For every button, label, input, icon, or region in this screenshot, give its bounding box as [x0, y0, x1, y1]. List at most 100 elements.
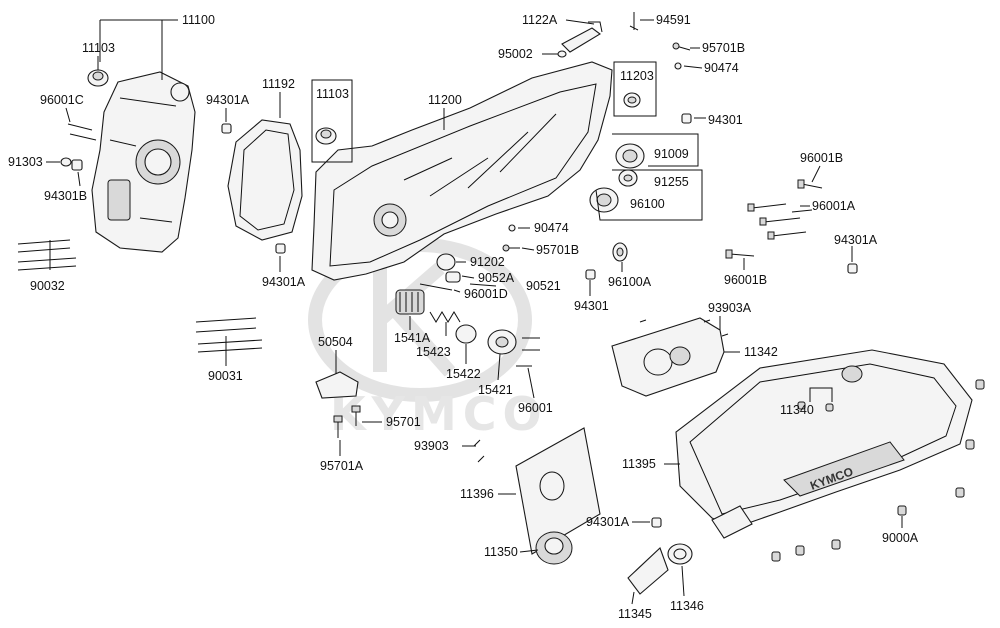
part-label: 93903 — [414, 439, 449, 453]
part-label: 95002 — [498, 47, 533, 61]
part-label: 94301A — [834, 233, 878, 247]
part-label: 11103 — [316, 87, 349, 101]
screws-93903-illustration — [473, 439, 485, 463]
bushing-11103-left-illustration — [87, 69, 109, 87]
part-label: 15423 — [416, 345, 451, 359]
bearing-96100-illustration — [589, 187, 619, 213]
bolt-95701-illustration — [351, 405, 361, 426]
part-label: 11346 — [670, 599, 704, 613]
part-label: 9052A — [478, 271, 515, 285]
part-label: 90031 — [208, 369, 243, 383]
part-label: 90474 — [704, 61, 739, 75]
cap-11350-illustration — [535, 531, 573, 565]
pin-94301b-illustration — [71, 159, 83, 171]
pin-94301-mid-illustration — [585, 269, 596, 280]
seal-91255-illustration — [618, 169, 638, 187]
part-label: 91009 — [654, 147, 689, 161]
part-label: 94301 — [574, 299, 609, 313]
part-label: 11396 — [460, 487, 494, 501]
part-label: 95701A — [320, 459, 364, 473]
clamp-11346-illustration — [667, 543, 693, 565]
part-label: 95701B — [536, 243, 579, 257]
part-label: 15422 — [446, 367, 481, 381]
part-label: 11103 — [82, 41, 115, 55]
part-label: 93903A — [708, 301, 752, 315]
part-label: 96001C — [40, 93, 84, 107]
studs-90031-illustration — [195, 317, 263, 353]
bolts-96001c-illustration — [67, 123, 97, 141]
washer-90474-mid-illustration — [508, 224, 516, 232]
part-label: 94301A — [586, 515, 630, 529]
part-label: 90521 — [526, 279, 561, 293]
left-crankcase-illustration — [91, 71, 196, 253]
part-label: 94301B — [44, 189, 87, 203]
part-label: 9000A — [882, 531, 919, 545]
part-label: 11340 — [780, 403, 814, 417]
gasket-11192-illustration — [227, 119, 303, 241]
part-label: 94301 — [708, 113, 743, 127]
part-label: 96001D — [464, 287, 508, 301]
part-label: 11395 — [622, 457, 656, 471]
bolt-95701b-mid-illustration — [502, 244, 520, 252]
part-label: 96001A — [812, 199, 856, 213]
funnel-11345-illustration — [627, 547, 669, 595]
pin-94301a-top-illustration — [221, 123, 232, 134]
bolts-9000a-illustration — [771, 379, 985, 562]
pin-94301a-right-illustration — [847, 263, 858, 274]
part-label: 11100 — [182, 13, 215, 27]
part-label: 91303 — [8, 155, 43, 169]
cap-15421-illustration — [487, 329, 517, 355]
part-label: 96001B — [724, 273, 767, 287]
plate-11396-illustration — [515, 427, 601, 555]
part-label: 90474 — [534, 221, 569, 235]
bearing-91009-illustration — [615, 143, 645, 169]
leader-lines — [46, 19, 903, 605]
washer-91303-illustration — [60, 157, 72, 167]
part-label: 91255 — [654, 175, 689, 189]
plugs-11340-illustration — [797, 401, 834, 412]
ring-95002-illustration — [557, 50, 567, 58]
part-label: 1541A — [394, 331, 431, 345]
shaft-1122a-illustration — [561, 21, 603, 53]
part-labels: 11100 11103 96001C 91303 94301B 90032 94… — [8, 13, 919, 621]
bolt-96001b-top-illustration — [797, 179, 823, 189]
part-label: 90032 — [30, 279, 65, 293]
part-label: 11192 — [262, 77, 295, 91]
seal-96100a-illustration — [612, 242, 628, 262]
part-label: 94591 — [656, 13, 691, 27]
washer-90474-top-illustration — [674, 62, 682, 70]
part-label: 11345 — [618, 607, 652, 621]
part-label: 96001 — [518, 401, 553, 415]
pin-94301a-mid-illustration — [275, 243, 286, 254]
filter-1541a-illustration — [395, 289, 425, 315]
part-label: 94301A — [262, 275, 306, 289]
part-label: 11200 — [428, 93, 462, 107]
shaft-9052a-illustration — [445, 271, 461, 283]
bolt-95701b-top-illustration — [672, 42, 691, 51]
bearing-11203-illustration — [623, 92, 641, 108]
part-label: 96100A — [608, 275, 652, 289]
part-label: 91202 — [470, 255, 505, 269]
bushing-11103-right-illustration — [315, 127, 337, 145]
part-label: 95701 — [386, 415, 421, 429]
cover-11395-illustration: KYMCO — [675, 349, 973, 539]
part-label: 96001B — [800, 151, 843, 165]
bolts-96001a-illustration — [747, 203, 813, 240]
right-crankcase-illustration — [311, 61, 613, 281]
part-label: 50504 — [318, 335, 353, 349]
seal-91202-illustration — [436, 253, 456, 271]
screws-93903a-illustration — [639, 319, 729, 337]
part-label: 95701B — [702, 41, 745, 55]
pin-94301-top-illustration — [681, 113, 692, 124]
part-label: 11203 — [620, 69, 654, 83]
pin-94301a-lower-illustration — [651, 517, 662, 528]
watermark-text: KYMCO — [330, 387, 548, 441]
clip-94591-illustration — [629, 12, 639, 31]
gasket-11342-illustration — [611, 317, 725, 397]
studs-90032-illustration — [17, 239, 77, 271]
part-label: 1122A — [522, 13, 558, 27]
oring-15422-illustration — [455, 324, 477, 344]
part-label: 11350 — [484, 545, 518, 559]
part-label: 94301A — [206, 93, 250, 107]
